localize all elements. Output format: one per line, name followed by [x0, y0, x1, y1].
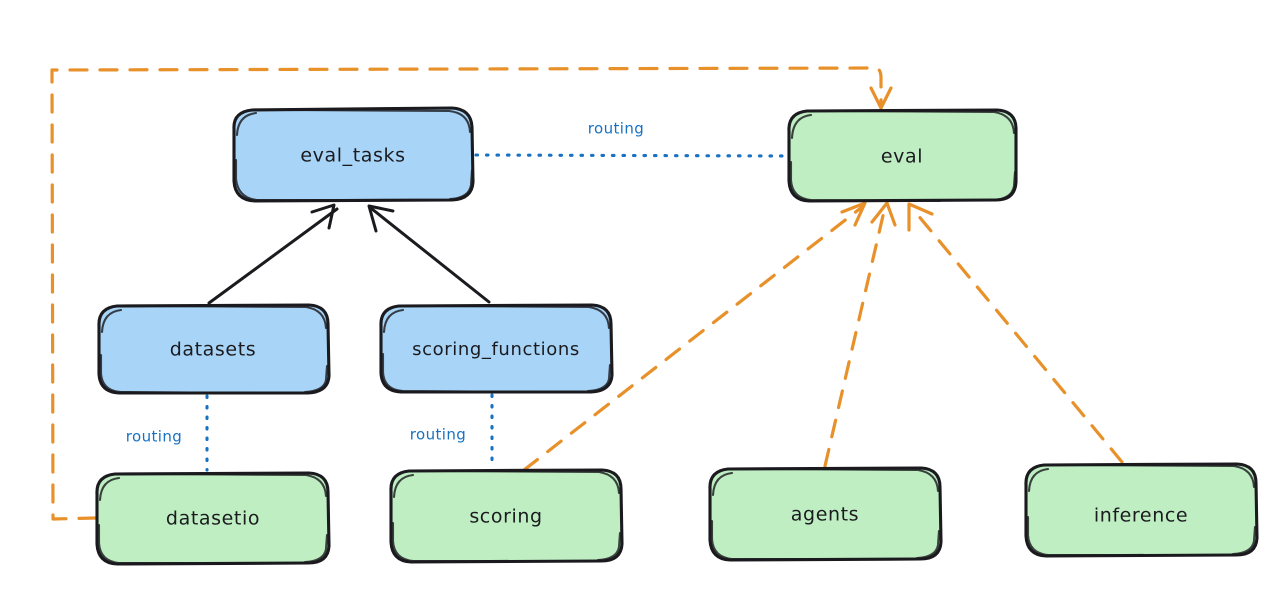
node-inference[interactable]: inference	[1024, 462, 1259, 558]
edge-datasetio-to-eval	[50, 66, 893, 521]
node-label-eval-tasks: eval_tasks	[300, 145, 405, 167]
edge-agents-to-eval	[823, 201, 897, 468]
node-scoring-functions[interactable]: scoring_functions	[379, 303, 614, 394]
node-datasets[interactable]: datasets	[97, 303, 331, 395]
node-scoring[interactable]: scoring	[389, 468, 624, 564]
node-label-inference: inference	[1094, 505, 1188, 527]
node-datasetio[interactable]: datasetio	[95, 471, 331, 566]
routing-label-scoring: routing	[410, 426, 466, 444]
node-agents[interactable]: agents	[708, 466, 943, 562]
node-label-scoring-functions: scoring_functions	[412, 339, 580, 360]
node-label-scoring: scoring	[469, 506, 542, 528]
edge-eval-tasks-to-eval: routing	[474, 120, 788, 158]
node-eval-tasks[interactable]: eval_tasks	[232, 106, 475, 203]
routing-label-datasetio: routing	[126, 428, 182, 446]
edge-inference-to-eval	[907, 202, 1124, 464]
node-label-datasetio: datasetio	[166, 508, 260, 530]
edge-scoring-to-eval	[522, 201, 867, 472]
edge-datasets-to-datasetio: routing	[126, 394, 209, 472]
node-label-agents: agents	[791, 504, 859, 526]
node-label-datasets: datasets	[170, 339, 257, 361]
edge-scoring-functions-to-scoring: routing	[410, 393, 494, 470]
node-label-eval: eval	[881, 146, 923, 168]
edge-scoring-functions-to-eval-tasks	[367, 204, 491, 304]
edge-datasets-to-eval-tasks	[207, 203, 339, 305]
node-eval[interactable]: eval	[787, 108, 1018, 203]
routing-label-eval: routing	[588, 120, 644, 138]
